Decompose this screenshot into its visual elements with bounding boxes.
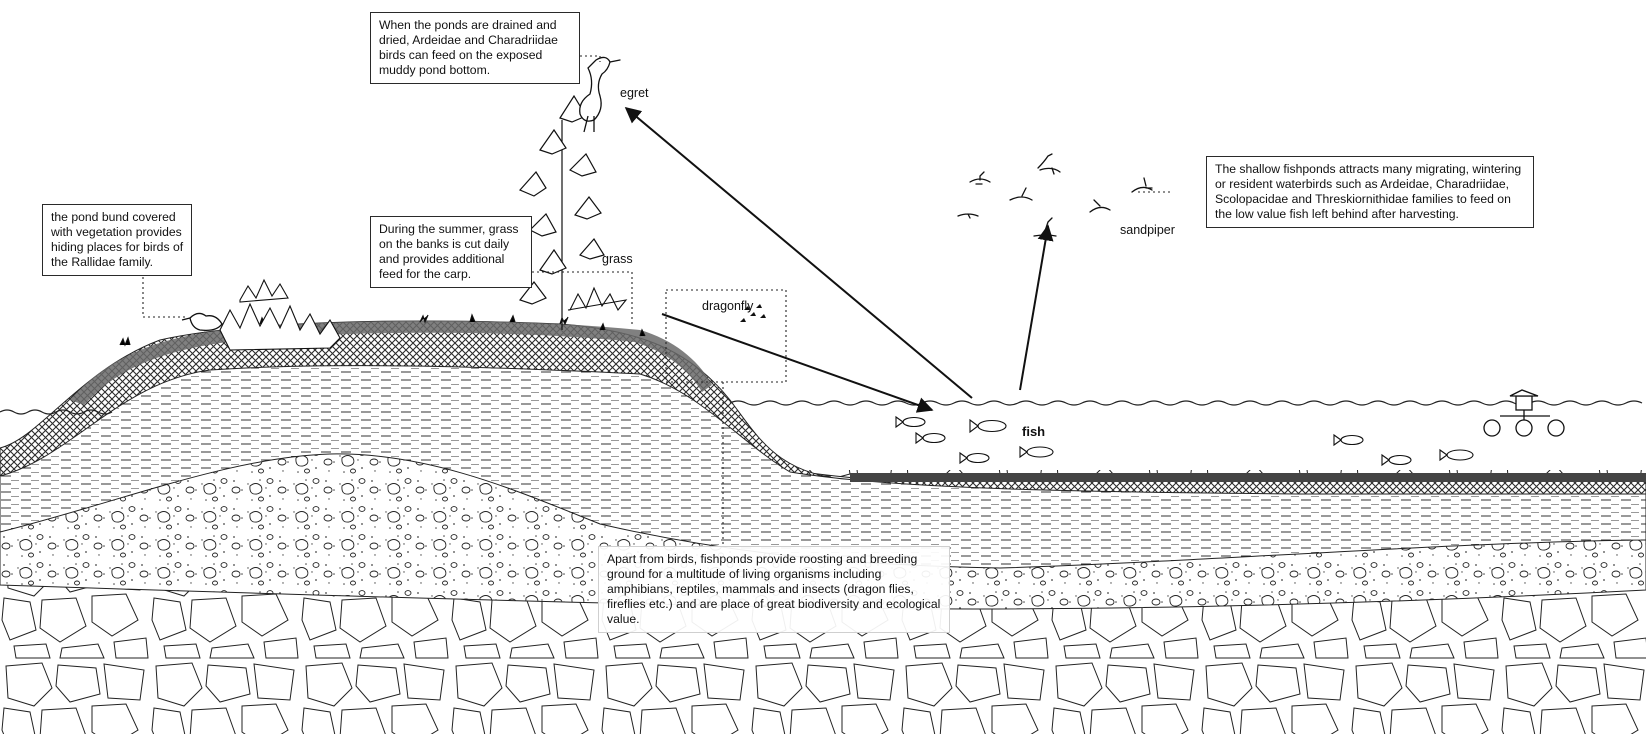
grass-label: grass xyxy=(602,252,633,266)
pond-water-surface xyxy=(729,400,1643,406)
arrow-dragonfly-to-pond xyxy=(661,313,934,413)
aerator-icon xyxy=(1483,389,1565,437)
callout-shallow-fishponds: The shallow fishponds attracts many migr… xyxy=(1206,156,1534,228)
egret-label: egret xyxy=(620,86,649,100)
arrow-to-sandpipers xyxy=(1019,224,1054,391)
rail-bird-icon xyxy=(181,312,223,332)
fish-icon xyxy=(1439,448,1474,462)
sandpiper-icon xyxy=(957,213,979,219)
tree-icon xyxy=(518,94,605,330)
arrow-to-egret xyxy=(624,106,973,399)
callout-drained-ponds: When the ponds are drained and dried, Ar… xyxy=(370,12,580,84)
callout-biodiversity: Apart from birds, fishponds provide roos… xyxy=(598,546,950,633)
ground-layers xyxy=(0,320,1646,734)
callout-summer-grass: During the summer, grass on the banks is… xyxy=(370,216,532,288)
egret-icon xyxy=(579,56,621,133)
sandpiper-label: sandpiper xyxy=(1120,223,1175,237)
fish-icon xyxy=(915,431,946,445)
pond-bottom-strip xyxy=(850,473,1646,482)
arrows xyxy=(624,106,1054,413)
sandpiper-icon xyxy=(969,171,991,185)
fish-icon xyxy=(895,415,926,429)
dragonfly-icon xyxy=(740,304,766,322)
fish-icon xyxy=(1333,433,1364,447)
callout-pond-bund: the pond bund covered with vegetation pr… xyxy=(42,204,192,276)
sandpiper-icon xyxy=(1089,199,1111,213)
fish-label: fish xyxy=(1022,424,1045,439)
fish-school xyxy=(895,415,1474,467)
fish-icon xyxy=(959,451,990,465)
fish-icon xyxy=(969,418,1007,434)
sandpiper-icon xyxy=(1033,217,1057,237)
sandpiper-icon xyxy=(1131,177,1153,193)
shrub-icon xyxy=(219,278,628,351)
sandpiper-icon xyxy=(1039,167,1061,175)
sandpiper-icon xyxy=(1009,187,1033,201)
fish-icon xyxy=(1019,445,1054,459)
dragonfly-box xyxy=(665,289,787,383)
dragonfly-label: dragonfly xyxy=(702,299,754,313)
water-surface-line xyxy=(0,409,113,415)
leader-lines xyxy=(142,55,1170,545)
fish-icon xyxy=(1381,453,1412,467)
sandpiper-icon xyxy=(1037,153,1053,169)
